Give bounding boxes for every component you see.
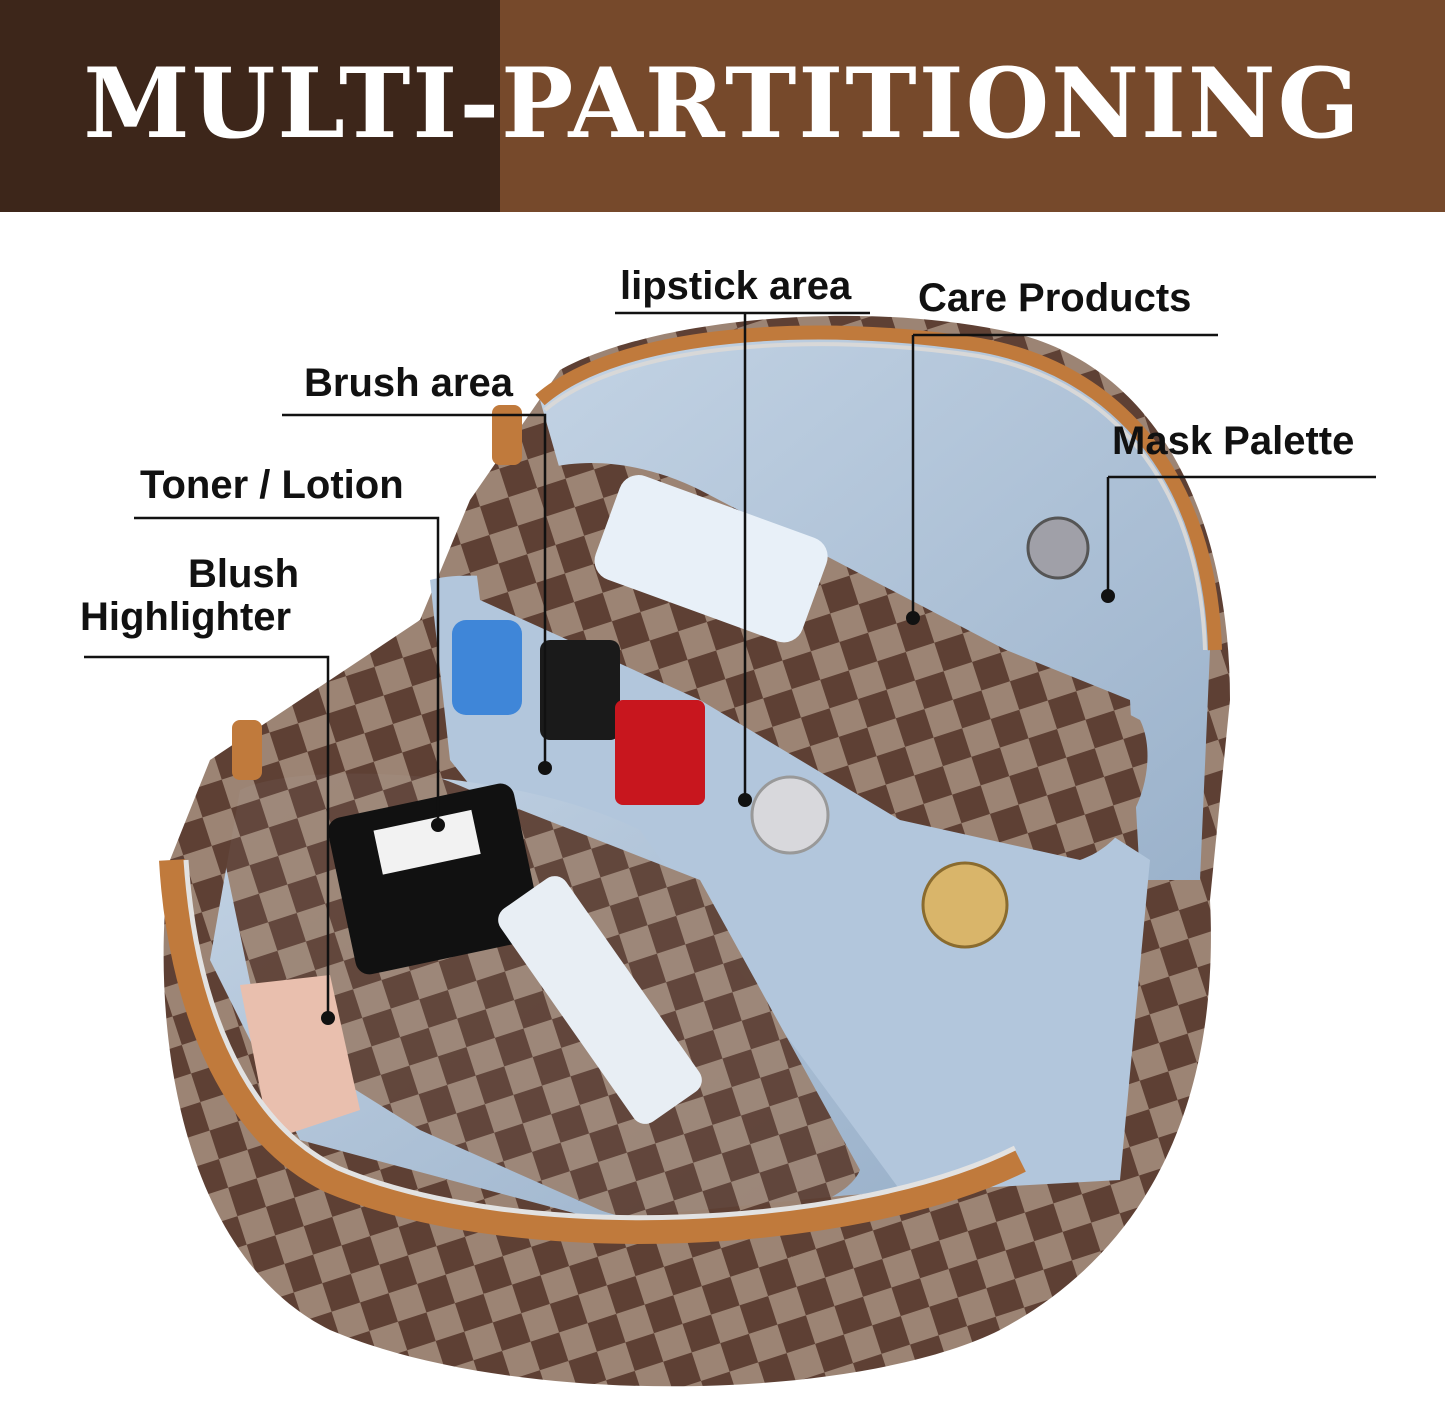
lipstick-red [615,700,705,805]
handle-tab-top [492,405,522,465]
lipstick-black [540,640,620,740]
label-lipstick-area: lipstick area [620,264,852,308]
toner-label [373,809,481,875]
banner-right-panel [500,0,1445,212]
label-blush: Blush [188,552,300,596]
label-highlighter: Highlighter [80,595,292,639]
label-brush-area: Brush area [304,361,513,405]
lipstick-blue [452,620,522,715]
lotion-tube [498,876,702,1124]
mask-jar-cap [1026,516,1090,580]
perfume-cap [750,775,830,855]
label-toner-lotion: Toner / Lotion [140,463,404,507]
banner-title: MULTI-PARTITIONING [83,47,1362,160]
gold-cap [921,861,1009,949]
handle-tab-left [232,720,262,780]
product-photo [159,315,1231,1387]
header-banner: MULTI-PARTITIONING [0,0,1445,212]
banner-left-panel [0,0,500,212]
label-mask-palette: Mask Palette [1112,419,1355,463]
label-care-products: Care Products [918,276,1192,320]
